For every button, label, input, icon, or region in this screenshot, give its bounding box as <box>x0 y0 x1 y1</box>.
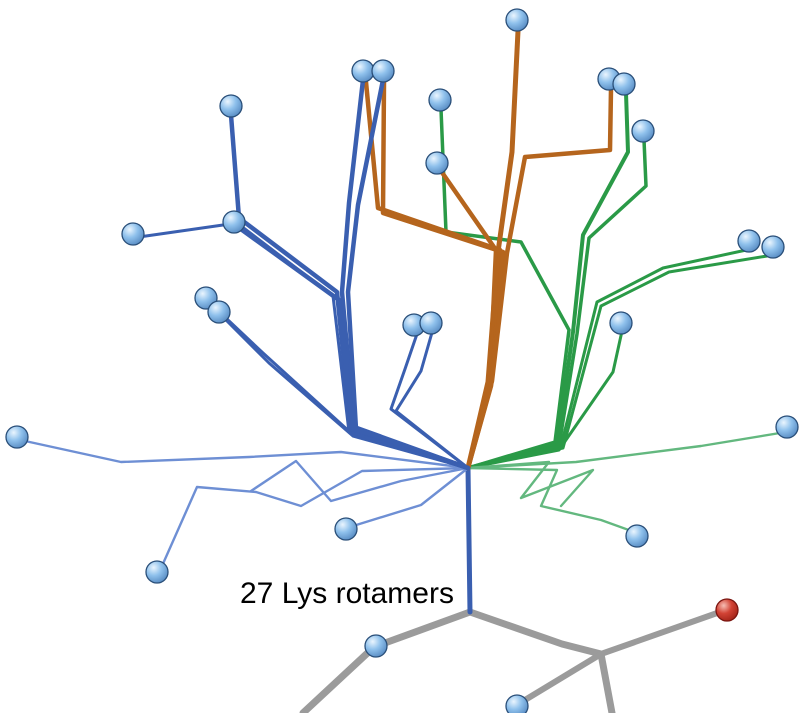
rotamer-chain <box>466 247 753 470</box>
atoms-layer <box>5 8 799 713</box>
backbone-bond <box>598 609 723 657</box>
rotamer-chain <box>466 430 788 470</box>
nitrogen-atom[interactable] <box>351 59 375 83</box>
rotamer-chain <box>160 466 470 568</box>
nitrogen-atom[interactable] <box>121 222 145 246</box>
rotamer-chain <box>439 107 571 470</box>
rotamer-chain <box>466 460 595 508</box>
rotamer-chain <box>466 253 775 470</box>
nitrogen-atom[interactable] <box>145 560 169 584</box>
nitrogen-atom[interactable] <box>737 229 761 253</box>
nitrogen-atom[interactable] <box>428 88 452 112</box>
nitrogen-atom[interactable] <box>222 210 246 234</box>
nitrogen-atom[interactable] <box>505 694 529 713</box>
rotamer-chain <box>351 466 470 528</box>
rotamer-chain <box>466 466 639 535</box>
rotamer-chain <box>345 77 471 471</box>
rotamer-chain <box>466 91 630 470</box>
rotamer-chain <box>465 86 614 471</box>
nitrogen-atom[interactable] <box>207 300 231 324</box>
backbone-bond <box>517 651 604 706</box>
nitrogen-atom[interactable] <box>631 119 655 143</box>
sidechain-stem-bond <box>465 465 473 615</box>
bonds-layer <box>23 28 788 615</box>
rotamer-chain <box>466 329 624 470</box>
rotamer-chain <box>249 459 470 503</box>
nitrogen-atom[interactable] <box>371 59 395 83</box>
nitrogen-atom[interactable] <box>334 517 358 541</box>
nitrogen-atom[interactable] <box>761 235 785 259</box>
nitrogen-atom[interactable] <box>364 634 388 658</box>
nitrogen-atom[interactable] <box>612 72 636 96</box>
nitrogen-atom[interactable] <box>219 94 243 118</box>
nitrogen-atom[interactable] <box>625 524 649 548</box>
rotamer-chain <box>221 315 470 470</box>
rotamer-chain <box>23 439 470 470</box>
nitrogen-atom[interactable] <box>505 8 529 32</box>
rotamer-count-label: 27 Lys rotamers <box>240 577 454 610</box>
nitrogen-atom[interactable] <box>609 311 633 335</box>
nitrogen-atom[interactable] <box>5 425 29 449</box>
rotamer-chain <box>438 168 499 471</box>
nitrogen-atom[interactable] <box>775 415 799 439</box>
rotamer-chain <box>235 224 471 471</box>
rotamer-chain <box>339 77 471 471</box>
nitrogen-atom[interactable] <box>419 311 443 335</box>
nitrogen-atom[interactable] <box>425 151 449 175</box>
backbone-bond <box>466 608 616 713</box>
rotamer-chain <box>394 327 470 470</box>
backbone-bond <box>299 608 474 713</box>
oxygen-atom[interactable] <box>715 598 739 622</box>
